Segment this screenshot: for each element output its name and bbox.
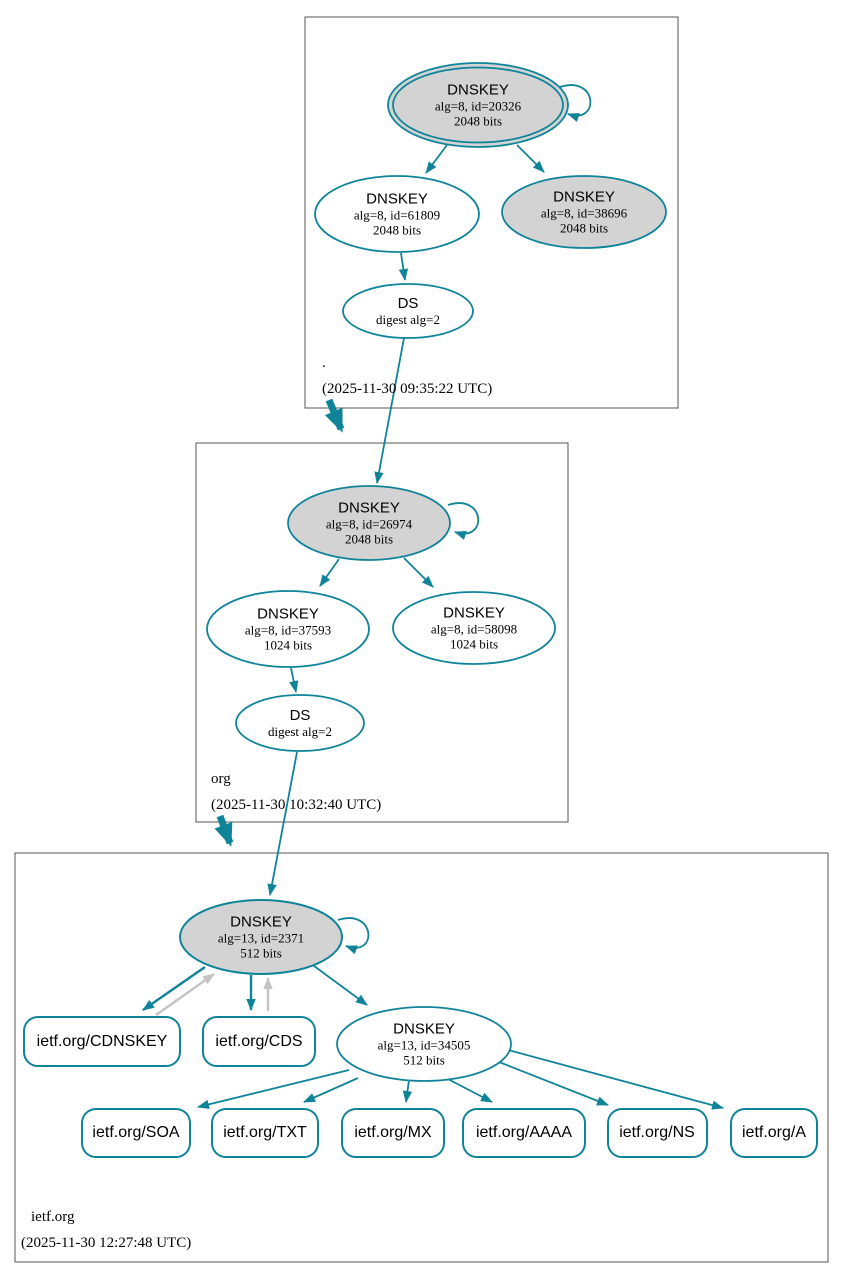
node-root-ds[interactable]: DS digest alg=2 [376,295,440,327]
node-root-zsk[interactable]: DNSKEY alg=8, id=61809 2048 bits [354,191,440,238]
edge-ietf-ksk-to-zsk [309,962,368,1006]
edge-zone-root-to-org [324,398,345,433]
node-ietf-aaaa[interactable]: ietf.org/AAAA [475,1124,573,1141]
node-detail: alg=8, id=58098 [430,621,518,637]
edge-ietf-zsk-to-a [507,1049,724,1110]
node-shape-ietf-cds [202,1016,316,1067]
node-ietf-ksk[interactable]: DNSKEY alg=13, id=2371 512 bits [218,914,304,961]
node-org-zsk[interactable]: DNSKEY alg=8, id=37593 1024 bits [245,606,331,653]
edge-root-ksk-to-key2 [516,144,545,173]
node-ietf-cds[interactable]: ietf.org/CDS [215,1033,303,1050]
edge-ietf-ksk-self-loop [337,917,370,955]
node-detail: digest alg=2 [267,724,333,739]
node-shape-ietf-mx [341,1108,445,1158]
node-detail: alg=8, id=20326 [434,98,522,114]
node-title: DNSKEY [447,81,509,99]
node-detail: 1024 bits [449,636,499,652]
node-shape-root-ksk-outer [387,62,569,148]
node-detail: alg=8, id=26974 [325,516,413,532]
node-ietf-cdnskey[interactable]: ietf.org/CDNSKEY [36,1033,168,1050]
node-org-ds[interactable]: DS digest alg=2 [268,707,332,739]
node-shape-ietf-cdnskey [23,1016,181,1067]
node-ietf-zsk[interactable]: DNSKEY alg=13, id=34505 512 bits [378,1021,471,1068]
zone-timestamp-root: (2025-11-30 09:35:22 UTC) [322,381,493,397]
node-root-key2[interactable]: DNSKEY alg=8, id=38696 2048 bits [541,189,627,236]
node-ietf-ns[interactable]: ietf.org/NS [619,1124,695,1141]
edge-org-ds-to-ietf-ksk [267,751,298,896]
zone-box-ietf-org [14,852,829,1263]
node-shape-ietf-txt [211,1108,319,1158]
node-title: DNSKEY [443,604,505,622]
node-title: DS [397,295,419,312]
zone-box-root [304,16,679,409]
node-detail: 2048 bits [344,531,394,547]
edge-root-ksk-self-loop [559,84,592,123]
node-shape-root-zsk [314,175,480,253]
edge-zone-org-to-ietf [214,814,234,847]
edge-ietf-zsk-to-ns [498,1061,609,1106]
node-detail: alg=13, id=34505 [377,1037,471,1053]
edge-org-ksk-to-key2 [403,557,434,588]
node-shape-org-ds [235,694,365,752]
node-detail: 2048 bits [372,222,422,238]
node-title: DNSKEY [553,188,615,206]
node-detail: alg=8, id=37593 [244,622,332,638]
node-detail: alg=8, id=61809 [353,207,441,223]
node-detail: 2048 bits [559,220,609,236]
node-title: DNSKEY [257,605,319,623]
node-title: DS [289,707,311,724]
node-org-ksk[interactable]: DNSKEY alg=8, id=26974 2048 bits [326,500,412,547]
node-shape-org-ksk [287,485,451,561]
edge-root-ds-to-org-ksk [374,337,405,484]
node-shape-ietf-a [730,1108,818,1158]
node-ietf-a[interactable]: ietf.org/A [741,1124,807,1141]
edge-ietf-ksk-to-cdnskey [142,966,206,1011]
edge-org-ksk-to-zsk [319,558,340,587]
node-detail: 2048 bits [453,113,503,129]
node-shape-ietf-aaaa [462,1108,586,1158]
node-shape-root-key2 [501,175,667,249]
node-detail: 1024 bits [263,637,313,653]
node-detail: digest alg=2 [375,312,441,327]
node-ietf-soa[interactable]: ietf.org/SOA [92,1124,180,1141]
zone-label-root: . [322,355,326,371]
edge-root-zsk-to-ds [398,252,409,281]
node-title: DNSKEY [366,190,428,208]
node-detail: alg=8, id=38696 [540,205,628,221]
node-detail: 512 bits [240,945,282,961]
edge-ietf-zsk-to-mx [402,1079,413,1103]
node-detail: 512 bits [403,1052,445,1068]
node-shape-org-zsk [206,590,370,668]
node-detail: alg=13, id=2371 [217,930,305,946]
node-root-ksk[interactable]: DNSKEY alg=8, id=20326 2048 bits [435,82,521,129]
node-shape-ietf-ksk [179,899,343,975]
zone-timestamp-ietf: (2025-11-30 12:27:48 UTC) [21,1235,192,1251]
node-shape-ietf-ns [607,1108,708,1158]
edge-ietf-zsk-to-soa [197,1069,350,1109]
node-shape-ietf-soa [81,1108,191,1158]
node-ietf-txt[interactable]: ietf.org/TXT [223,1124,307,1141]
node-shape-root-ksk-inner [392,66,564,144]
node-ietf-mx[interactable]: ietf.org/MX [354,1124,432,1141]
node-shape-ietf-zsk [336,1006,512,1082]
edge-ietf-zsk-to-txt [303,1077,359,1103]
edge-root-ksk-to-zsk [425,144,448,174]
edge-org-zsk-to-ds [289,667,299,693]
node-org-key2[interactable]: DNSKEY alg=8, id=58098 1024 bits [431,605,517,652]
edge-ietf-zsk-to-aaaa [445,1077,493,1103]
node-shape-root-ds [342,283,474,339]
zone-label-ietf: ietf.org [31,1209,75,1225]
node-title: DNSKEY [393,1020,455,1038]
edge-org-ksk-self-loop [447,502,480,540]
zone-label-org: org [211,771,231,787]
node-title: DNSKEY [338,499,400,517]
zone-timestamp-org: (2025-11-30 10:32:40 UTC) [211,797,382,813]
edge-ietf-cdnskey-to-ksk [155,973,215,1016]
node-shape-org-key2 [392,591,556,665]
zone-box-org [195,442,569,823]
node-title: DNSKEY [230,913,292,931]
